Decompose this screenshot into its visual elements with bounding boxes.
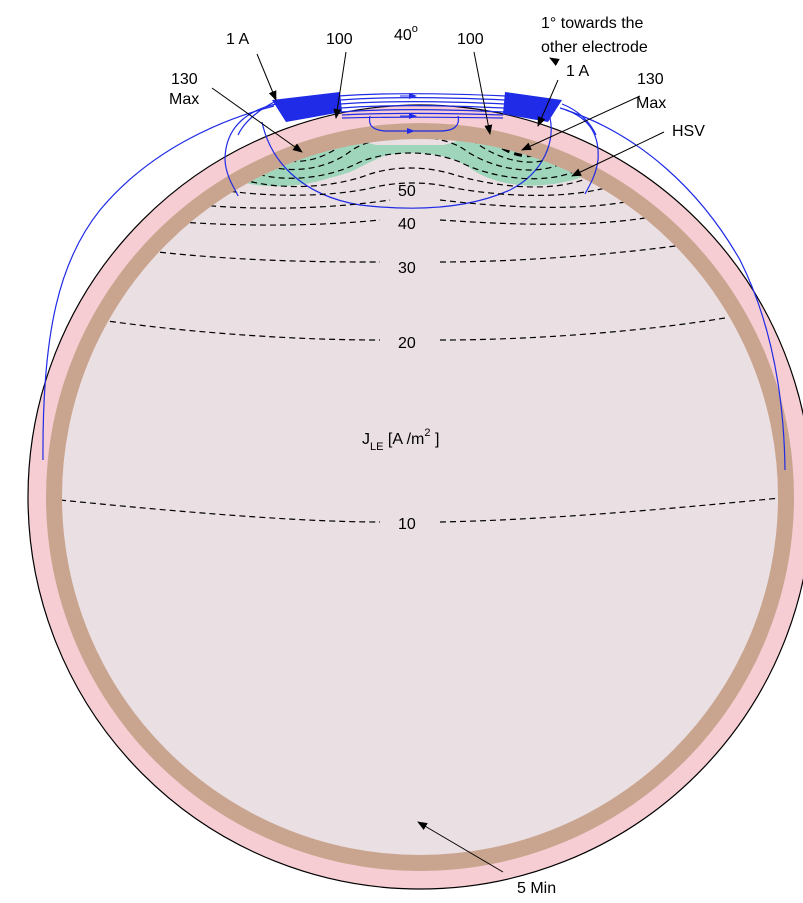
right-electrode-current-label: 1 A <box>566 63 589 80</box>
left-100-label: 100 <box>326 31 353 48</box>
quantity-label: JLE [A /m2 ] <box>362 427 439 453</box>
leader-arrows <box>211 51 665 873</box>
right-max-value-label: 130 <box>637 71 664 88</box>
angle-label: 40o <box>394 23 418 44</box>
contour-label-40: 40 <box>398 216 416 233</box>
arrow-right-100 <box>473 51 493 135</box>
left-electrode-current-label: 1 A <box>226 31 249 48</box>
arrow-hsv <box>571 131 665 177</box>
quantity-unit-exponent: 2 <box>424 427 430 439</box>
arrow-min <box>417 821 504 873</box>
electrode-left <box>272 92 342 122</box>
hsv-region-fill <box>222 145 588 187</box>
arrow-left-current <box>256 53 277 101</box>
angle-value: 40 <box>394 27 412 44</box>
arrow-left-100 <box>333 51 347 119</box>
shift-label-line1: 1° towards the <box>541 15 644 32</box>
contour-label-30: 30 <box>398 260 416 277</box>
brain-layer <box>62 139 778 855</box>
quantity-subscript: LE <box>370 441 383 453</box>
quantity-unit: [A /m <box>383 431 424 448</box>
left-max-word-label: Max <box>169 91 199 108</box>
contour-label-20: 20 <box>398 335 416 352</box>
contour-label-50: 50 <box>398 183 416 200</box>
arrow-shift <box>549 57 560 66</box>
electrode-right <box>503 92 562 122</box>
min-label: 5 Min <box>517 880 556 897</box>
arrow-left-max <box>211 87 303 153</box>
quantity-unit-close: ] <box>431 431 440 448</box>
left-max-value-label: 130 <box>171 71 198 88</box>
arrow-right-max <box>521 95 641 151</box>
angle-unit: o <box>412 23 418 35</box>
shift-label-line2: other electrode <box>541 39 648 56</box>
hsv-label: HSV <box>672 123 705 140</box>
right-100-label: 100 <box>457 31 484 48</box>
contour-label-10: 10 <box>398 516 416 533</box>
right-max-word-label: Max <box>636 95 666 112</box>
quantity-symbol: J <box>362 431 370 448</box>
arrow-right-current <box>537 79 559 127</box>
